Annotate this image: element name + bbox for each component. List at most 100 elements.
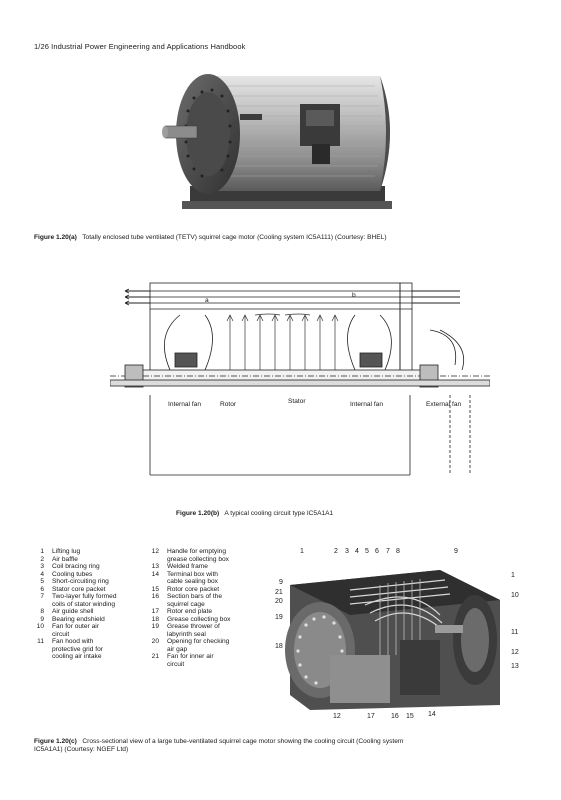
- legend-text: Air guide shell: [52, 608, 152, 616]
- legend-number: 10: [36, 623, 44, 630]
- legend-number: 14: [151, 570, 159, 578]
- legend-text: Air baffle: [52, 556, 152, 564]
- figure-c-caption-line2: IC5A1A1) (Courtesy: NGEF Ltd): [34, 746, 129, 753]
- callout-right-13: 13: [511, 663, 519, 670]
- legend-item: 5 Short-circuiting ring: [30, 578, 152, 586]
- legend-number: 5: [40, 578, 44, 585]
- legend-item: 18 Grease collecting box: [145, 616, 267, 624]
- legend-text-line: Bearing endshield: [52, 615, 105, 623]
- callout-top-1: 1: [300, 548, 304, 555]
- callout-top-8: 8: [396, 548, 400, 555]
- legend-number: 7: [40, 593, 44, 600]
- callout-bottom-14: 14: [428, 711, 436, 718]
- legend-text-line: Section bars of the: [167, 593, 222, 600]
- figure-a-label: Figure 1.20(a): [34, 234, 77, 241]
- legend-text-line: Handle for emptying: [167, 548, 227, 555]
- figure-c-caption-line1: Cross-sectional view of a large tube-ven…: [82, 738, 404, 745]
- legend-number: 12: [151, 548, 159, 555]
- legend-text: Welded frame: [167, 563, 267, 571]
- callout-right-12: 12: [511, 649, 519, 656]
- callout-right-11: 11: [511, 629, 519, 636]
- legend-number: 2: [40, 555, 44, 563]
- legend-number: 3: [40, 563, 44, 570]
- legend-number: 21: [151, 653, 159, 660]
- legend-number: 16: [151, 593, 159, 600]
- legend-item: 2 Air baffle: [30, 556, 152, 564]
- legend-text: Coil bracing ring: [52, 563, 152, 571]
- legend-item: 9 Bearing endshield: [30, 616, 152, 624]
- label-a: a: [205, 297, 209, 304]
- legend-text-line: circuit: [167, 660, 185, 668]
- callout-bottom-17: 17: [367, 713, 375, 720]
- label-rotor: Rotor: [220, 401, 237, 408]
- callout-top-3: 3: [345, 548, 349, 555]
- motor-photo-illustration: [162, 74, 392, 209]
- legend-number: 8: [40, 608, 44, 615]
- legend-number: 19: [151, 623, 159, 630]
- legend-text-line: Lifting lug: [52, 548, 81, 555]
- legend-text-line: circuit: [52, 630, 70, 638]
- cooling-circuit-diagram: [110, 282, 490, 476]
- legend-number: 9: [40, 615, 44, 623]
- legend-text-line: air gap: [167, 645, 188, 653]
- legend-text-line: Stator core packet: [52, 585, 106, 593]
- callout-top-5: 5: [365, 548, 369, 555]
- callout-top-4: 4: [355, 548, 359, 555]
- legend-text-line: Short-circuiting ring: [52, 578, 109, 585]
- legend-item: 13 Welded frame: [145, 563, 267, 571]
- legend-item: 8 Air guide shell: [30, 608, 152, 616]
- legend-item: 1 Lifting lug: [30, 548, 152, 556]
- callout-top-9: 9: [454, 548, 458, 555]
- callout-left-20: 20: [275, 598, 283, 605]
- callout-right-10: 10: [511, 592, 519, 599]
- legend-text-line: protective grid for: [52, 645, 103, 653]
- legend-text-line: Grease collecting box: [167, 615, 231, 623]
- legend-text-line: cable sealing box: [167, 578, 218, 585]
- legend-text-line: Two-layer fully formed: [52, 593, 117, 600]
- label-external-fan: External fan: [426, 401, 462, 408]
- legend-number: 15: [151, 585, 159, 593]
- figure-a-caption: Figure 1.20(a) Totally enclosed tube ven…: [34, 234, 387, 242]
- legend-text: Rotor core packet: [167, 586, 267, 594]
- legend-number: 18: [151, 615, 159, 623]
- legend-text-line: Fan hood with: [52, 638, 94, 645]
- legend-text-line: Air guide shell: [52, 608, 94, 615]
- callout-top-6: 6: [375, 548, 379, 555]
- legend-number: 1: [40, 548, 44, 555]
- legend-text: Short-circuiting ring: [52, 578, 152, 586]
- legend-text: Grease collecting box: [167, 616, 267, 624]
- legend-text-line: Air baffle: [52, 555, 78, 563]
- callout-left-21: 21: [275, 589, 283, 596]
- label-stator: Stator: [288, 398, 306, 405]
- figure-c-label: Figure 1.20(c): [34, 738, 77, 745]
- legend-text: Bearing endshield: [52, 616, 152, 624]
- legend-number: 20: [151, 638, 159, 645]
- legend-number: 13: [151, 563, 159, 570]
- callout-bottom-15: 15: [406, 713, 414, 720]
- legend-text-line: Rotor core packet: [167, 585, 220, 593]
- legend-number: 4: [40, 570, 44, 578]
- legend-text-line: Rotor end plate: [167, 608, 213, 615]
- callout-top-2: 2: [334, 548, 338, 555]
- legend-text-line: grease collecting box: [167, 555, 229, 563]
- legend-text: Lifting lug: [52, 548, 152, 556]
- figure-b-caption-text: A typical cooling circuit type IC5A1A1: [224, 510, 334, 517]
- cross-section-illustration: [270, 545, 520, 720]
- legend-text-line: squirrel cage: [167, 600, 205, 608]
- legend-text-line: Cooling tubes: [52, 570, 93, 578]
